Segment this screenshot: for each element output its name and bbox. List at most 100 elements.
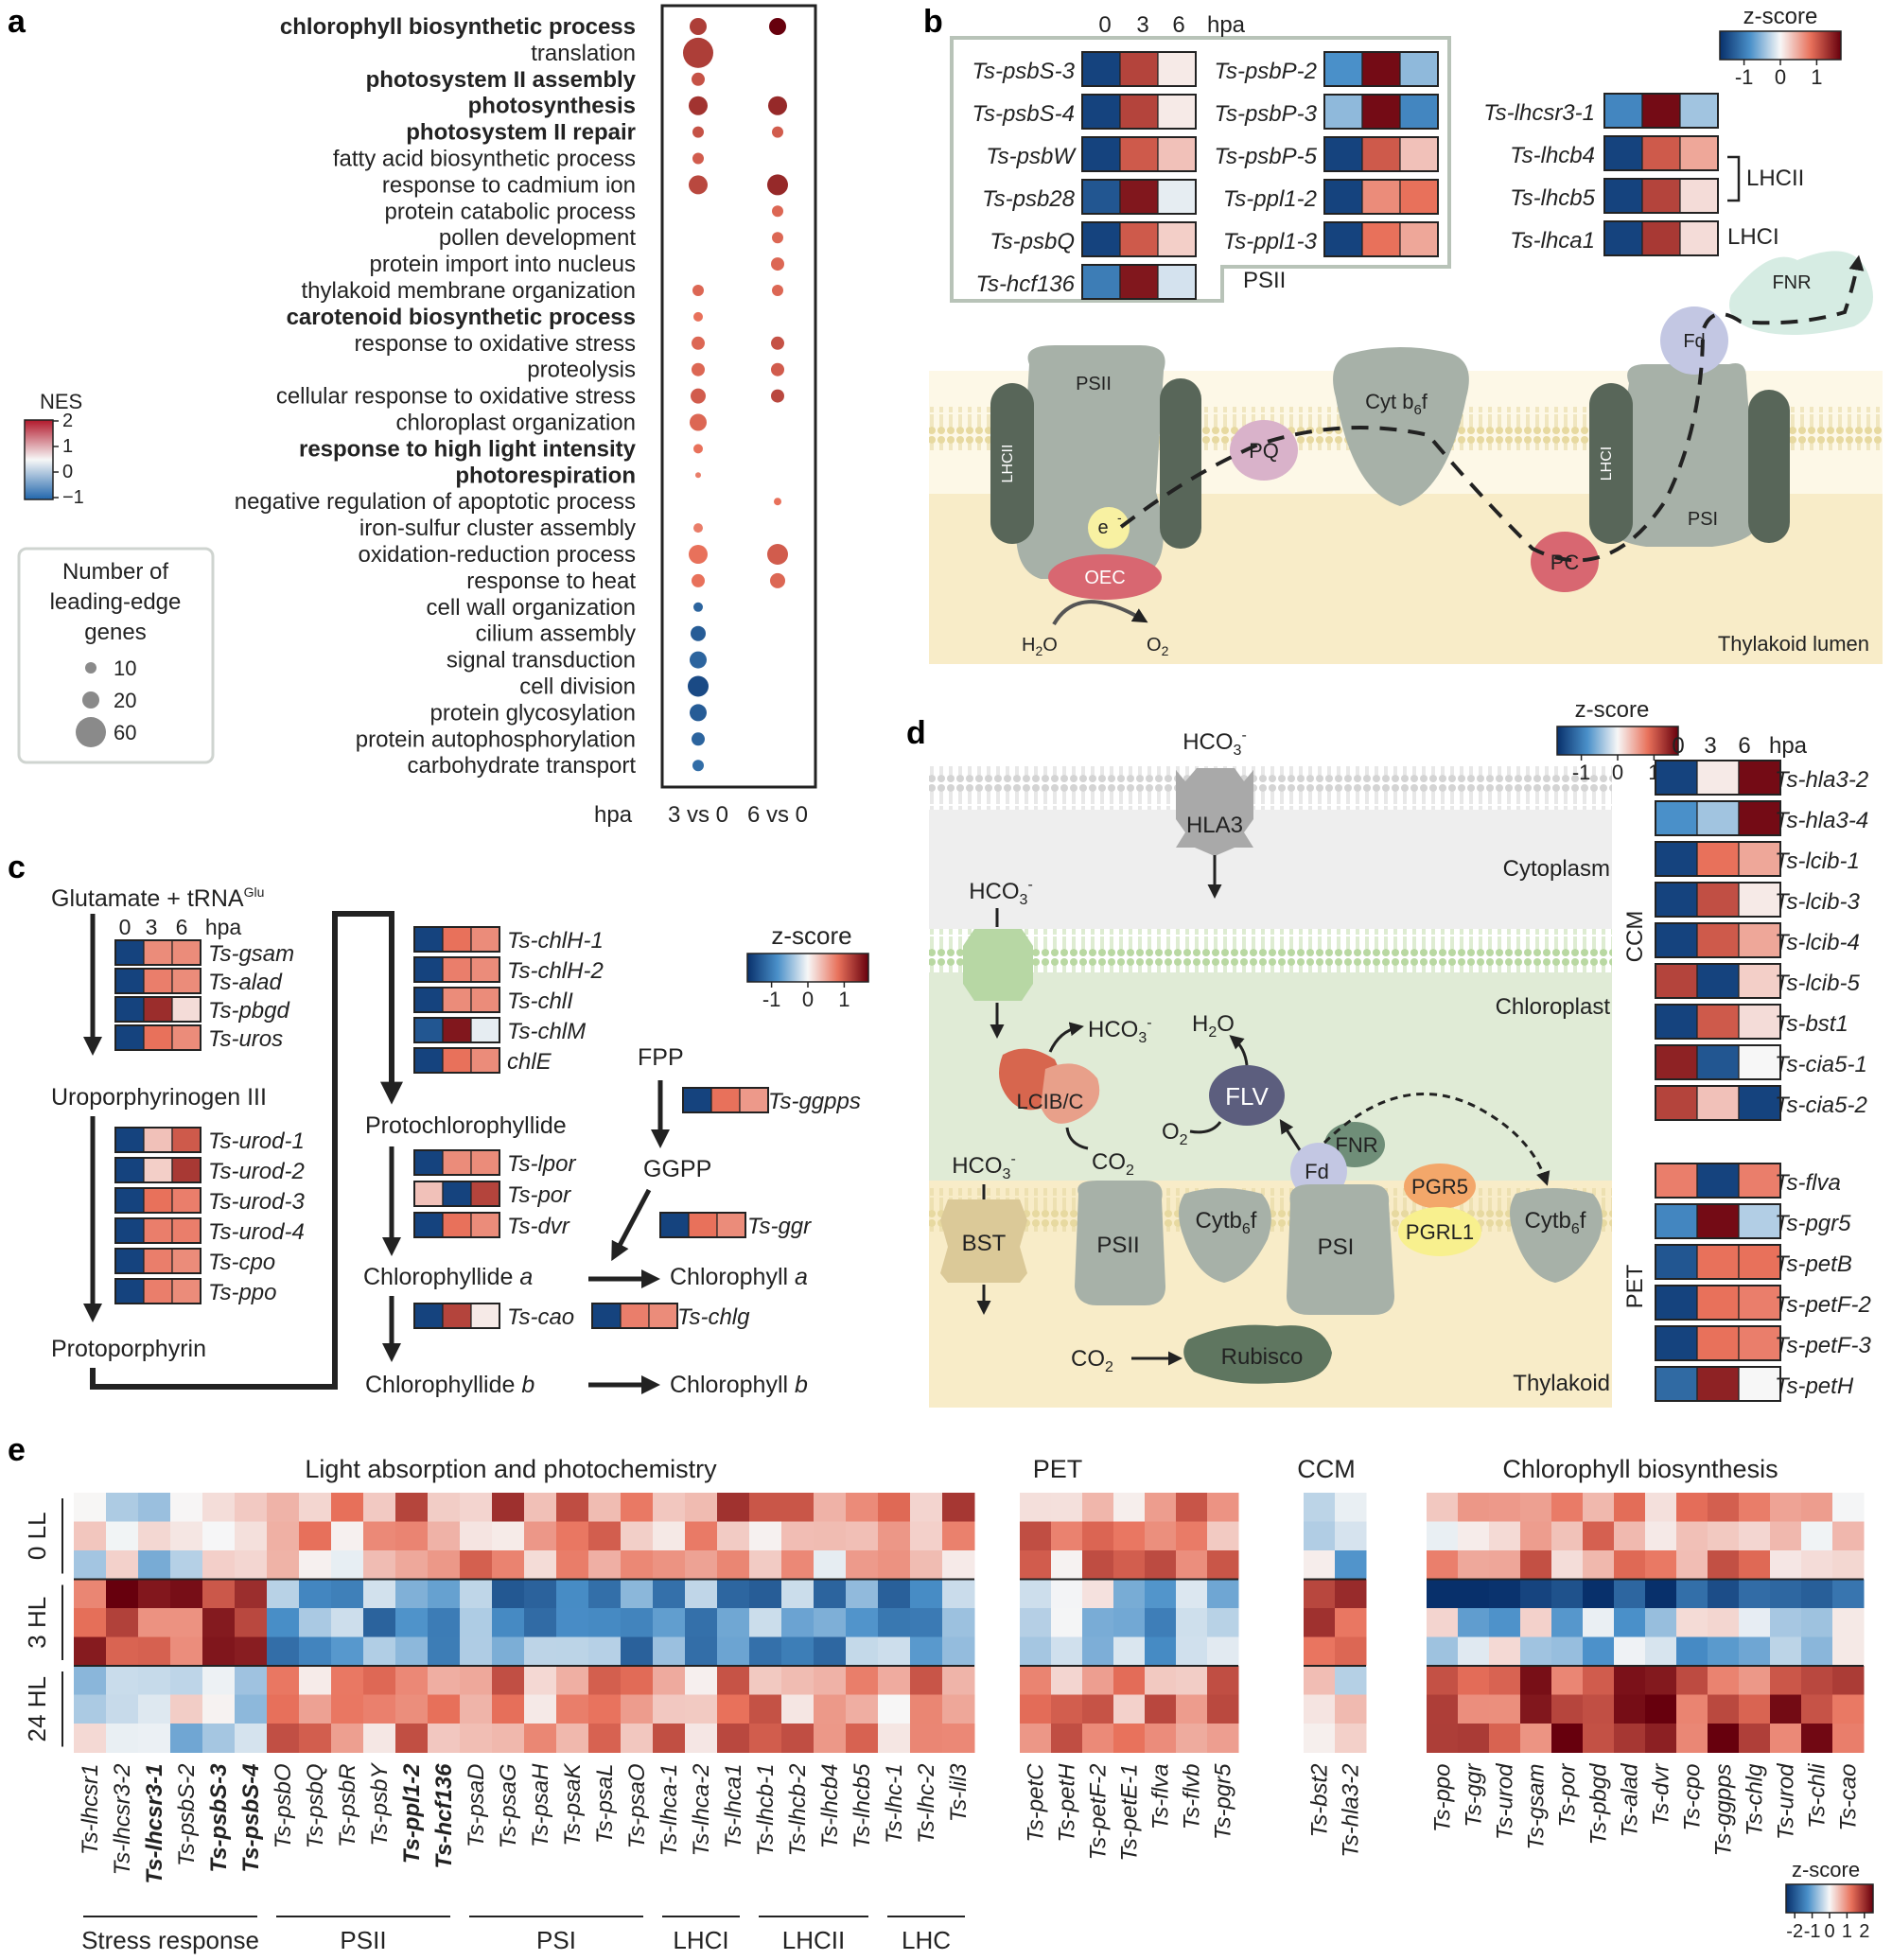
ccm-gene-label: Ts-cia5-1 <box>1775 1052 1867 1077</box>
light-heat-cell <box>846 1493 879 1522</box>
chl-heat-cell <box>1614 1579 1646 1609</box>
chl-heat-cell <box>1832 1493 1865 1522</box>
light-heat-cell <box>395 1666 429 1695</box>
pgr5-label: PGR5 <box>1411 1175 1468 1199</box>
psii-gene-label: Ts-psbQ <box>990 229 1075 254</box>
ccm-heat-cell <box>1304 1694 1336 1724</box>
psii-gene-heat-cell <box>1157 94 1197 130</box>
light-heat-cell <box>942 1579 975 1609</box>
pathway-gene-heat-cell <box>442 987 472 1013</box>
light-heat-cell <box>106 1724 139 1753</box>
pathway-gene-heat-cell <box>442 956 472 983</box>
pathway-gene-heat-cell-frame <box>413 1149 500 1176</box>
light-heat-cell <box>460 1550 493 1580</box>
pathway-gene-heat-cell <box>114 1187 145 1214</box>
pet-heat-cell <box>1020 1636 1052 1667</box>
light-heat-cell <box>846 1579 879 1609</box>
go-term-dot <box>693 602 703 612</box>
pet-heat-cell <box>1145 1724 1177 1753</box>
pathway-gene-heat-cell <box>442 926 472 953</box>
go-term-label: protein glycosylation <box>430 700 636 726</box>
chl-heat-cell <box>1770 1550 1802 1580</box>
zscore-colorbar-c <box>746 953 869 983</box>
light-heat-cell <box>814 1666 847 1695</box>
light-heat-cell <box>556 1666 589 1695</box>
psii-gene-heat-cell <box>1361 179 1401 215</box>
go-term-label: photosystem II repair <box>406 120 636 146</box>
chl-heat-cell <box>1739 1608 1771 1637</box>
go-term-dot <box>693 311 703 322</box>
pet-heat-cell <box>1145 1694 1177 1724</box>
chl-heat-cell <box>1676 1636 1708 1667</box>
light-heat-cell <box>363 1666 396 1695</box>
light-heat-cell <box>781 1579 815 1609</box>
zscore-colorbar-e <box>1785 1883 1874 1914</box>
light-heat-cell <box>363 1579 396 1609</box>
heatmap-gene-label: Ts-psaL <box>592 1764 618 1845</box>
electron-marker <box>1088 507 1130 549</box>
chl-heat-cell <box>1427 1608 1459 1637</box>
light-heat-cell <box>235 1694 268 1724</box>
heatmap-gene-label: Ts-psaK <box>560 1763 586 1846</box>
ccm-gene-heat-cell-frame <box>1655 841 1781 877</box>
pet-heat-cell <box>1207 1550 1239 1580</box>
light-heat-cell <box>460 1694 493 1724</box>
nes-colorbar <box>24 419 54 500</box>
ccm-side-label: CCM <box>1622 911 1648 963</box>
light-heat-cell <box>395 1694 429 1724</box>
light-heat-cell <box>235 1636 268 1667</box>
light-gene-heat-cell-frame <box>1603 93 1719 129</box>
heatmap-title-pet: PET <box>1033 1455 1083 1483</box>
size-legend-dot <box>85 662 96 674</box>
light-heat-cell <box>556 1579 589 1609</box>
pathway-gene-heat-cell <box>413 1149 444 1176</box>
light-heat-cell <box>878 1694 911 1724</box>
pet-heat-cell <box>1145 1550 1177 1580</box>
light-heat-cell <box>395 1579 429 1609</box>
light-heat-cell <box>138 1608 171 1637</box>
pathway-gene-heat-cell-frame <box>413 956 500 983</box>
pathway-gene-label: Ts-cao <box>507 1304 574 1330</box>
go-term-dots <box>683 18 788 772</box>
light-heat-cell <box>653 1636 686 1667</box>
go-term-label: photosystem II assembly <box>366 67 637 93</box>
pathway-gene-heat-cell <box>659 1212 690 1238</box>
psii-gene-heat-cell <box>1157 136 1197 172</box>
chl-heat-cell <box>1458 1521 1490 1551</box>
light-heat-cell <box>910 1724 943 1753</box>
light-heat-cell <box>814 1550 847 1580</box>
ccm-gene-label: Ts-hla3-2 <box>1775 767 1868 793</box>
pet-heat-cell <box>1113 1521 1146 1551</box>
chl-heat-cell <box>1801 1666 1833 1695</box>
hpa-header-label: hpa <box>1769 733 1808 759</box>
light-heat-cell <box>235 1493 268 1522</box>
light-gene-label: Ts-lhcsr3-1 <box>1483 100 1595 126</box>
chl-heat-cell <box>1427 1636 1459 1667</box>
chl-heat-cell <box>1708 1724 1740 1753</box>
chl-heat-cell <box>1489 1724 1521 1753</box>
size-legend-dot <box>82 691 99 709</box>
light-heat-cell <box>235 1724 268 1753</box>
panel-c-heatmaps: Ts-gsamTs-aladTs-pbgdTs-urosTs-urod-1Ts-… <box>114 926 861 1330</box>
chlorophyll-b-label: Chlorophyll b <box>670 1372 808 1398</box>
chl-heat-cell <box>1520 1550 1552 1580</box>
light-heat-cell <box>621 1694 654 1724</box>
ccm-gene-heat-cell <box>1696 882 1740 918</box>
pathway-gene-heat-cell-frame <box>114 1217 201 1244</box>
light-heat-cell <box>717 1608 750 1637</box>
light-heat-cell <box>910 1550 943 1580</box>
rubisco-label: Rubisco <box>1221 1344 1304 1370</box>
hpa-header-label: 6 <box>176 915 188 939</box>
pathway-gene-heat-cell <box>413 1047 444 1074</box>
pet-heat-cell <box>1207 1636 1239 1667</box>
arrow-ggpp <box>611 1188 652 1262</box>
light-gene-heat-cell <box>1603 220 1643 256</box>
pet-heat-cell <box>1051 1521 1083 1551</box>
pet-heat-cell <box>1145 1493 1177 1522</box>
pathway-gene-heat-cell <box>143 1217 173 1244</box>
panel-letter-d: d <box>906 715 926 751</box>
nes-tick-label: 1 <box>62 436 73 457</box>
cytoplasm-label: Cytoplasm <box>1503 856 1610 882</box>
light-heat-cell <box>588 1493 622 1522</box>
pet-heat-cell <box>1176 1493 1208 1522</box>
